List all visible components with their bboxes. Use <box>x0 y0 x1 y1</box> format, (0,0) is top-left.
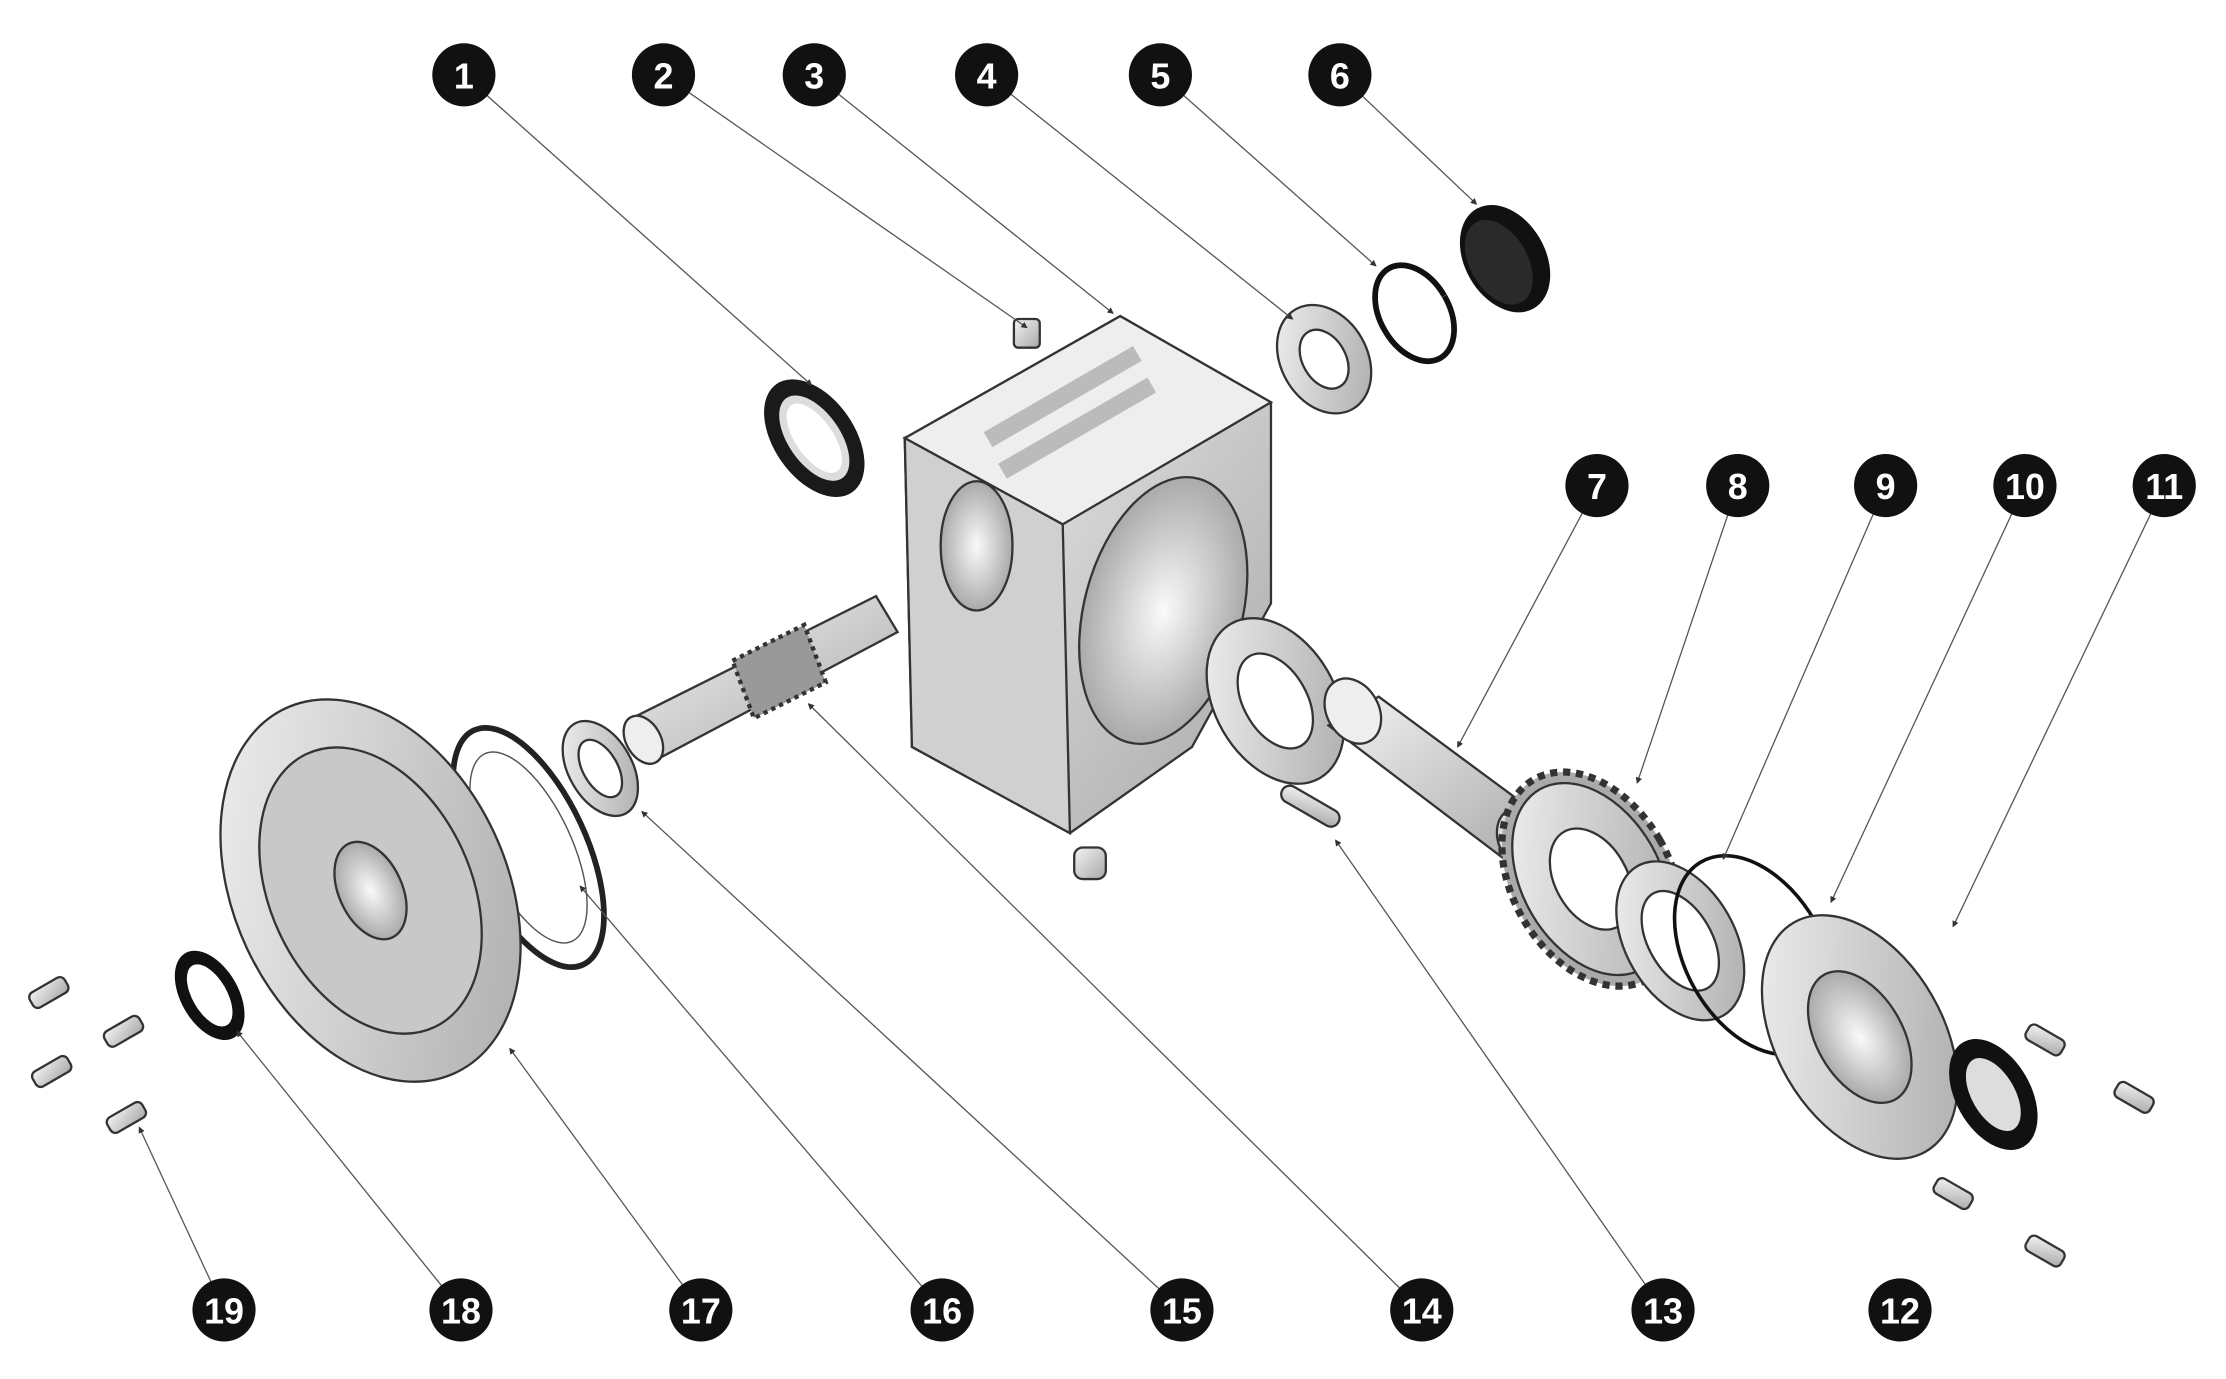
callout-circle <box>910 1278 974 1342</box>
callout-number: 12 <box>1880 1291 1920 1331</box>
leader-line-9 <box>1722 485 1887 860</box>
callout-number: 17 <box>681 1291 721 1331</box>
screws-19 <box>28 975 148 1135</box>
callout-circle <box>782 43 846 107</box>
callout-number: 4 <box>977 56 997 96</box>
leader-line-19 <box>138 1126 225 1311</box>
leader-line-4 <box>986 74 1294 320</box>
parts <box>28 205 2155 1268</box>
callout-number: 2 <box>654 56 674 96</box>
callout-number: 16 <box>922 1291 962 1331</box>
input-flange <box>219 698 522 1083</box>
callout-circle <box>669 1278 733 1342</box>
callout-9: 9 <box>1854 453 1918 518</box>
callout-8: 8 <box>1706 453 1770 518</box>
leader-line-3 <box>813 74 1114 314</box>
end-cap-6 <box>1459 205 1551 313</box>
callout-number: 3 <box>804 56 824 96</box>
callout-circle <box>1854 453 1918 518</box>
key-13 <box>1280 784 1341 828</box>
callout-5: 5 <box>1128 43 1192 107</box>
bearing-9 <box>1615 860 1746 1022</box>
leader-line-15 <box>641 810 1183 1311</box>
callout-number: 15 <box>1162 1291 1202 1331</box>
callout-circle <box>1308 43 1372 107</box>
callout-circle <box>192 1278 256 1342</box>
callout-circle <box>1565 453 1629 518</box>
callout-number: 13 <box>1643 1291 1683 1331</box>
callout-circle <box>1706 453 1770 518</box>
callout-circle <box>1128 43 1192 107</box>
bearing-16 <box>561 719 640 818</box>
oil-seal-12 <box>1949 1039 2038 1150</box>
plug-2 <box>1012 317 1041 349</box>
callout-number: 9 <box>1876 467 1896 507</box>
callout-12: 12 <box>1868 1278 1932 1342</box>
callout-circle <box>1150 1278 1214 1342</box>
callout-circle <box>429 1278 493 1342</box>
callout-2: 2 <box>631 43 696 107</box>
callout-number: 1 <box>454 56 474 96</box>
callout-circle <box>1993 453 2057 518</box>
callout-number: 19 <box>204 1291 244 1331</box>
callout-number: 11 <box>2145 467 2183 507</box>
callout-number: 8 <box>1728 467 1748 507</box>
leader-line-16 <box>579 885 943 1311</box>
callout-circle <box>1631 1278 1695 1342</box>
leader-line-7 <box>1457 485 1598 748</box>
oil-seal-1 <box>764 379 865 498</box>
callout-number: 14 <box>1402 1291 1442 1331</box>
circlip-5 <box>1372 262 1457 365</box>
callout-number: 6 <box>1330 56 1350 96</box>
callout-17: 17 <box>669 1278 733 1342</box>
gearbox-housing-3 <box>902 314 1274 881</box>
callout-number: 5 <box>1150 56 1170 96</box>
callout-1: 1 <box>432 43 496 107</box>
callout-number: 10 <box>2005 467 2045 507</box>
callout-6: 6 <box>1308 43 1372 107</box>
leader-line-11 <box>1952 485 2165 928</box>
leader-line-13 <box>1334 839 1664 1311</box>
leader-lines <box>138 74 2165 1311</box>
output-bearing <box>1205 617 1346 785</box>
leader-line-10 <box>1830 485 2026 904</box>
callout-19: 19 <box>192 1278 256 1342</box>
leader-line-18 <box>236 1030 462 1311</box>
leader-line-1 <box>463 74 813 386</box>
callout-circle <box>1868 1278 1932 1342</box>
callout-circle <box>1390 1278 1454 1342</box>
callout-14: 14 <box>1390 1278 1454 1342</box>
leader-line-5 <box>1159 74 1377 267</box>
leader-line-14 <box>807 703 1423 1311</box>
callout-number: 18 <box>441 1291 481 1331</box>
callout-11: 11 <box>2132 453 2196 518</box>
callout-number: 7 <box>1587 467 1607 507</box>
bearing-4 <box>1275 303 1373 415</box>
callout-10: 10 <box>1993 453 2057 518</box>
leader-line-8 <box>1635 485 1739 784</box>
callout-15: 15 <box>1150 1278 1214 1342</box>
output-flange-11 <box>1760 914 1959 1160</box>
callout-7: 7 <box>1565 453 1629 518</box>
callout-16: 16 <box>910 1278 974 1342</box>
callout-circle <box>432 43 496 107</box>
callout-circle <box>2132 453 2196 518</box>
callout-13: 13 <box>1631 1278 1695 1342</box>
callout-circle <box>955 43 1019 107</box>
callout-4: 4 <box>955 43 1019 107</box>
screws-12 <box>1932 1023 2155 1268</box>
callout-circle <box>631 43 696 107</box>
leader-line-17 <box>509 1047 702 1311</box>
callout-3: 3 <box>782 43 846 107</box>
leader-line-2 <box>663 74 1028 329</box>
worm-shaft-14 <box>622 594 900 765</box>
callout-18: 18 <box>429 1278 493 1342</box>
oil-seal-18 <box>174 950 245 1041</box>
